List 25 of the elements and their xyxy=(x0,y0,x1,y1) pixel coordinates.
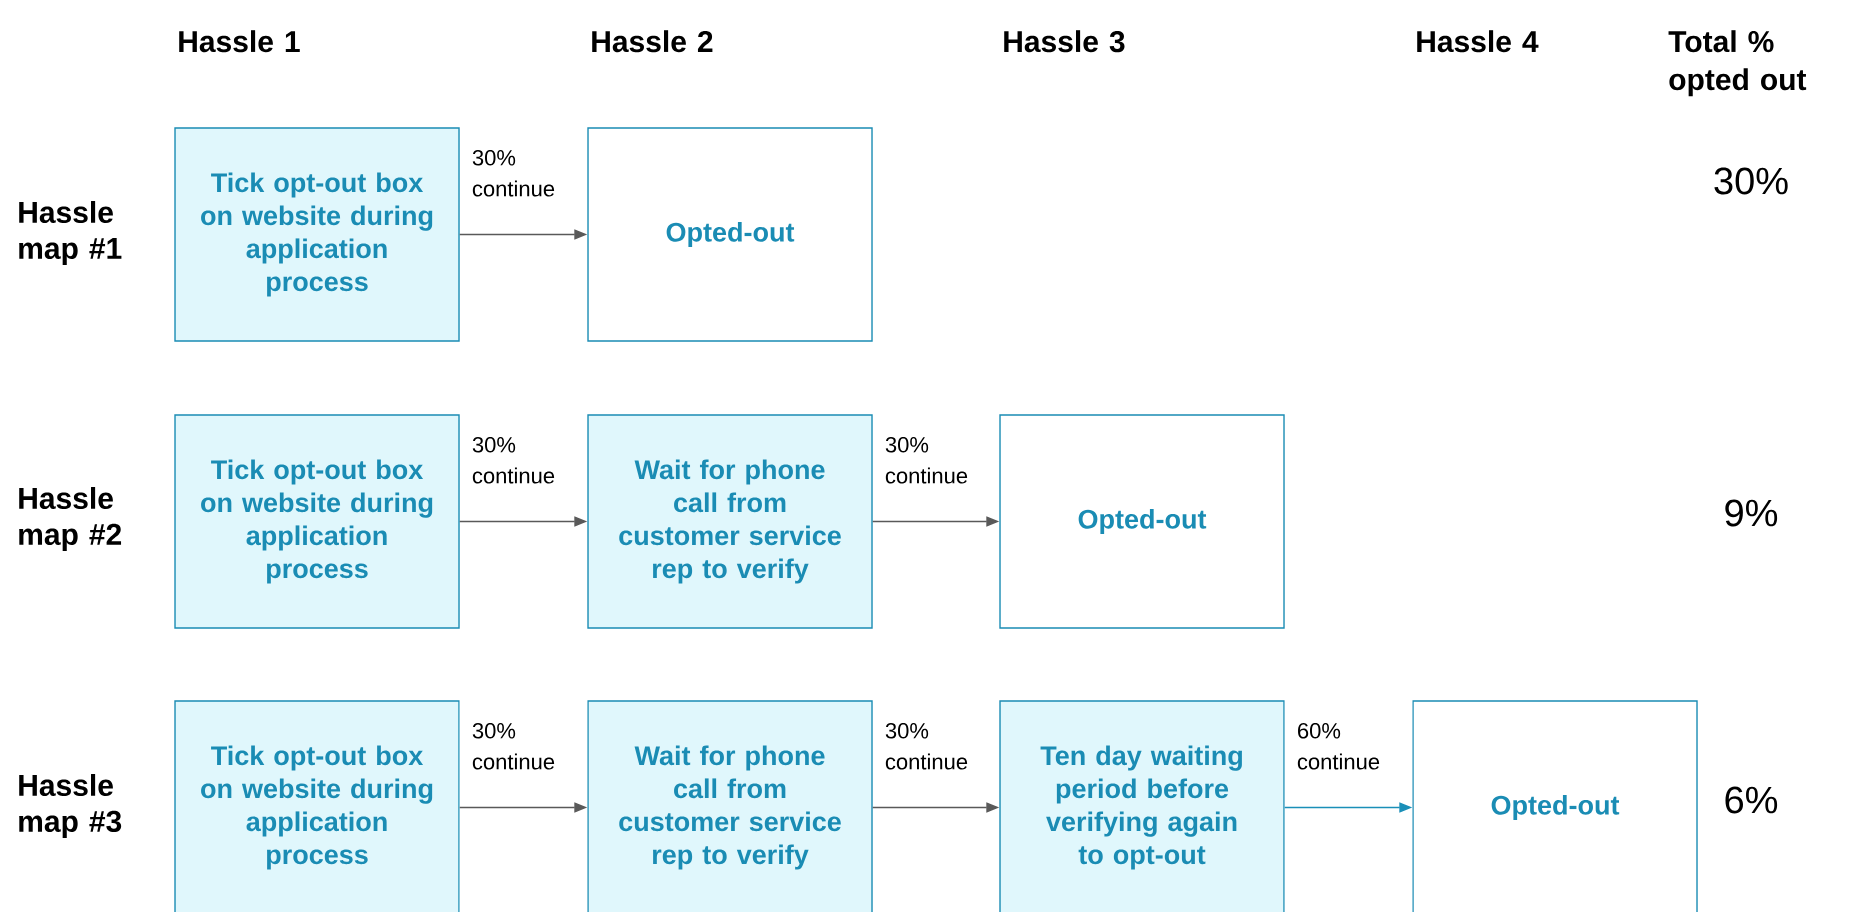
step-box: Ten day waiting period before verifying again to opt-out xyxy=(999,700,1285,912)
step-box: Wait for phone call from customer service rep to verify xyxy=(587,700,873,912)
percentage-value: 30% xyxy=(1714,167,1788,195)
step-box: Tick opt-out box on website during application process xyxy=(174,700,460,912)
column-header: Hassle 2 xyxy=(592,30,713,53)
outcome-box: Opted-out xyxy=(1412,700,1698,912)
column-header: Total % opted out xyxy=(1668,30,1807,97)
row-label: Hassle map #2 xyxy=(19,487,122,551)
edge-label: 60% continue xyxy=(1297,723,1380,770)
outcome-box: Opted-out xyxy=(999,414,1285,629)
step-box: Tick opt-out box on website during application process xyxy=(174,414,460,629)
step-box: Tick opt-out box on website during application process xyxy=(174,127,460,342)
row-label: Hassle map #1 xyxy=(19,201,122,265)
step-box: Wait for phone call from customer service rep to verify xyxy=(587,414,873,629)
edge-label: 30% continue xyxy=(472,150,555,197)
column-header: Hassle 4 xyxy=(1417,30,1539,53)
column-header: Hassle 1 xyxy=(179,30,300,53)
percentage-value: 9% xyxy=(1725,499,1778,527)
edge-label: 30% continue xyxy=(885,723,968,770)
edge-label: 30% continue xyxy=(472,723,555,770)
row-label: Hassle map #3 xyxy=(19,774,122,838)
edge-label: 30% continue xyxy=(885,437,968,484)
column-header: Hassle 3 xyxy=(1004,30,1125,53)
edge-label: 30% continue xyxy=(472,437,555,484)
outcome-box: Opted-out xyxy=(587,127,873,342)
